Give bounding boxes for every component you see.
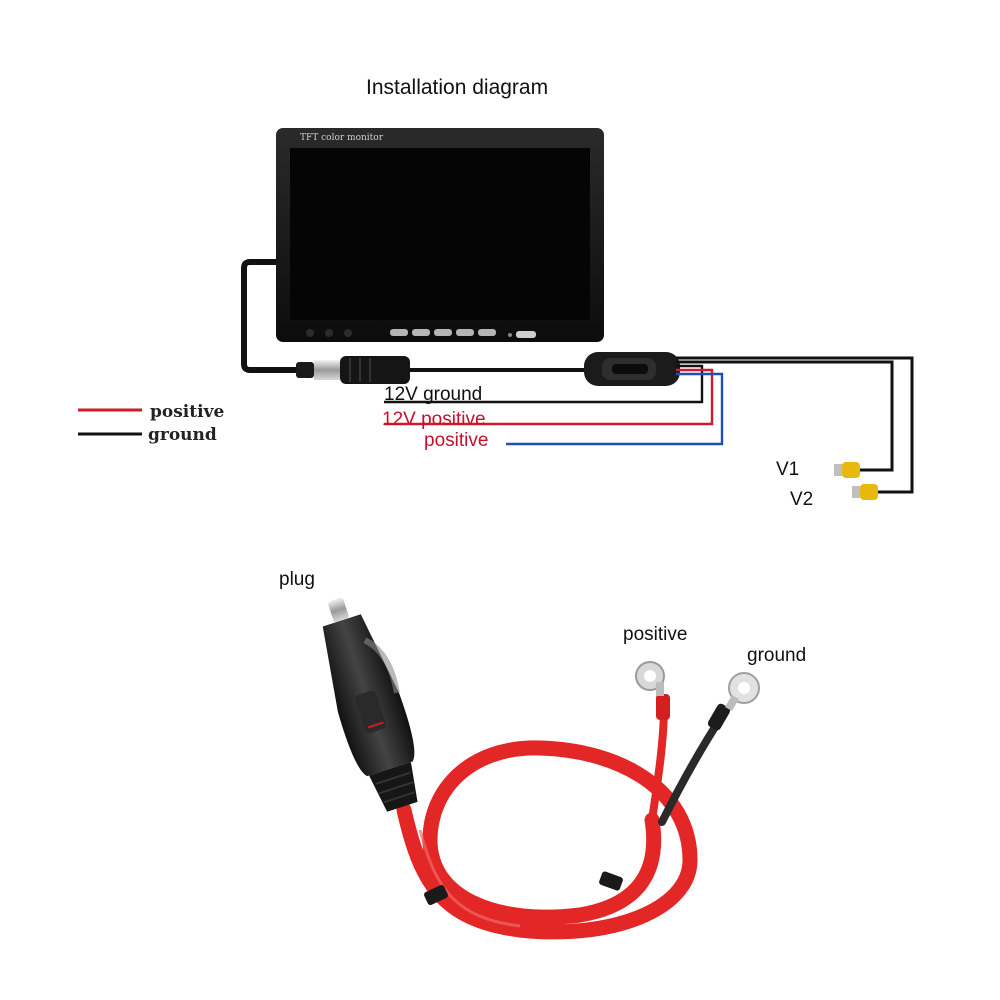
monitor: TFT color monitor — [241, 128, 604, 373]
diagram-title: Installation diagram — [366, 76, 549, 99]
monitor-power-button[interactable] — [516, 331, 536, 338]
wire-v2 — [676, 356, 914, 494]
rca-connector-v2 — [852, 484, 878, 500]
monitor-brand-text: TFT color monitor — [300, 133, 384, 143]
monitor-screen — [290, 148, 590, 320]
cable-tie — [424, 884, 448, 906]
wire-positive-blue — [506, 372, 724, 446]
ring-terminal-ground — [707, 672, 760, 731]
legend — [78, 408, 142, 436]
main-connector — [296, 356, 588, 384]
monitor-back-cable — [241, 259, 300, 373]
monitor-control-button[interactable] — [478, 329, 496, 336]
power-cable-coil — [396, 740, 698, 940]
plug-label: plug — [279, 569, 315, 590]
monitor-speaker-dot — [325, 329, 333, 337]
ring-terminal-positive — [635, 661, 670, 720]
wire-label-12v-positive: 12V positive — [382, 409, 486, 430]
wire-label-positive: positive — [424, 430, 489, 451]
terminal-ground-label: ground — [747, 645, 807, 666]
splitter-box — [584, 352, 680, 386]
terminal-positive-label: positive — [623, 624, 688, 645]
legend-positive-label: positive — [150, 402, 225, 422]
monitor-speaker-dot — [306, 329, 314, 337]
monitor-control-button[interactable] — [412, 329, 430, 336]
video-input-v1-label: V1 — [776, 459, 800, 480]
monitor-power-led — [508, 333, 512, 337]
power-cable — [322, 597, 760, 940]
wire-12v-ground — [384, 364, 704, 404]
cable-tie — [599, 871, 623, 891]
video-input-v2-label: V2 — [790, 489, 814, 510]
monitor-control-button[interactable] — [434, 329, 452, 336]
harness-wires — [384, 356, 914, 494]
monitor-speaker-dot — [344, 329, 352, 337]
wire-v1 — [676, 360, 894, 472]
legend-ground-label: ground — [148, 425, 217, 445]
monitor-control-button[interactable] — [456, 329, 474, 336]
monitor-control-button[interactable] — [390, 329, 408, 336]
cigarette-plug — [322, 597, 418, 812]
wire-label-12v-ground: 12V ground — [384, 384, 483, 405]
power-cable-black-tail — [658, 712, 726, 826]
rca-connector-v1 — [834, 462, 860, 478]
wire-12v-positive — [384, 368, 714, 426]
